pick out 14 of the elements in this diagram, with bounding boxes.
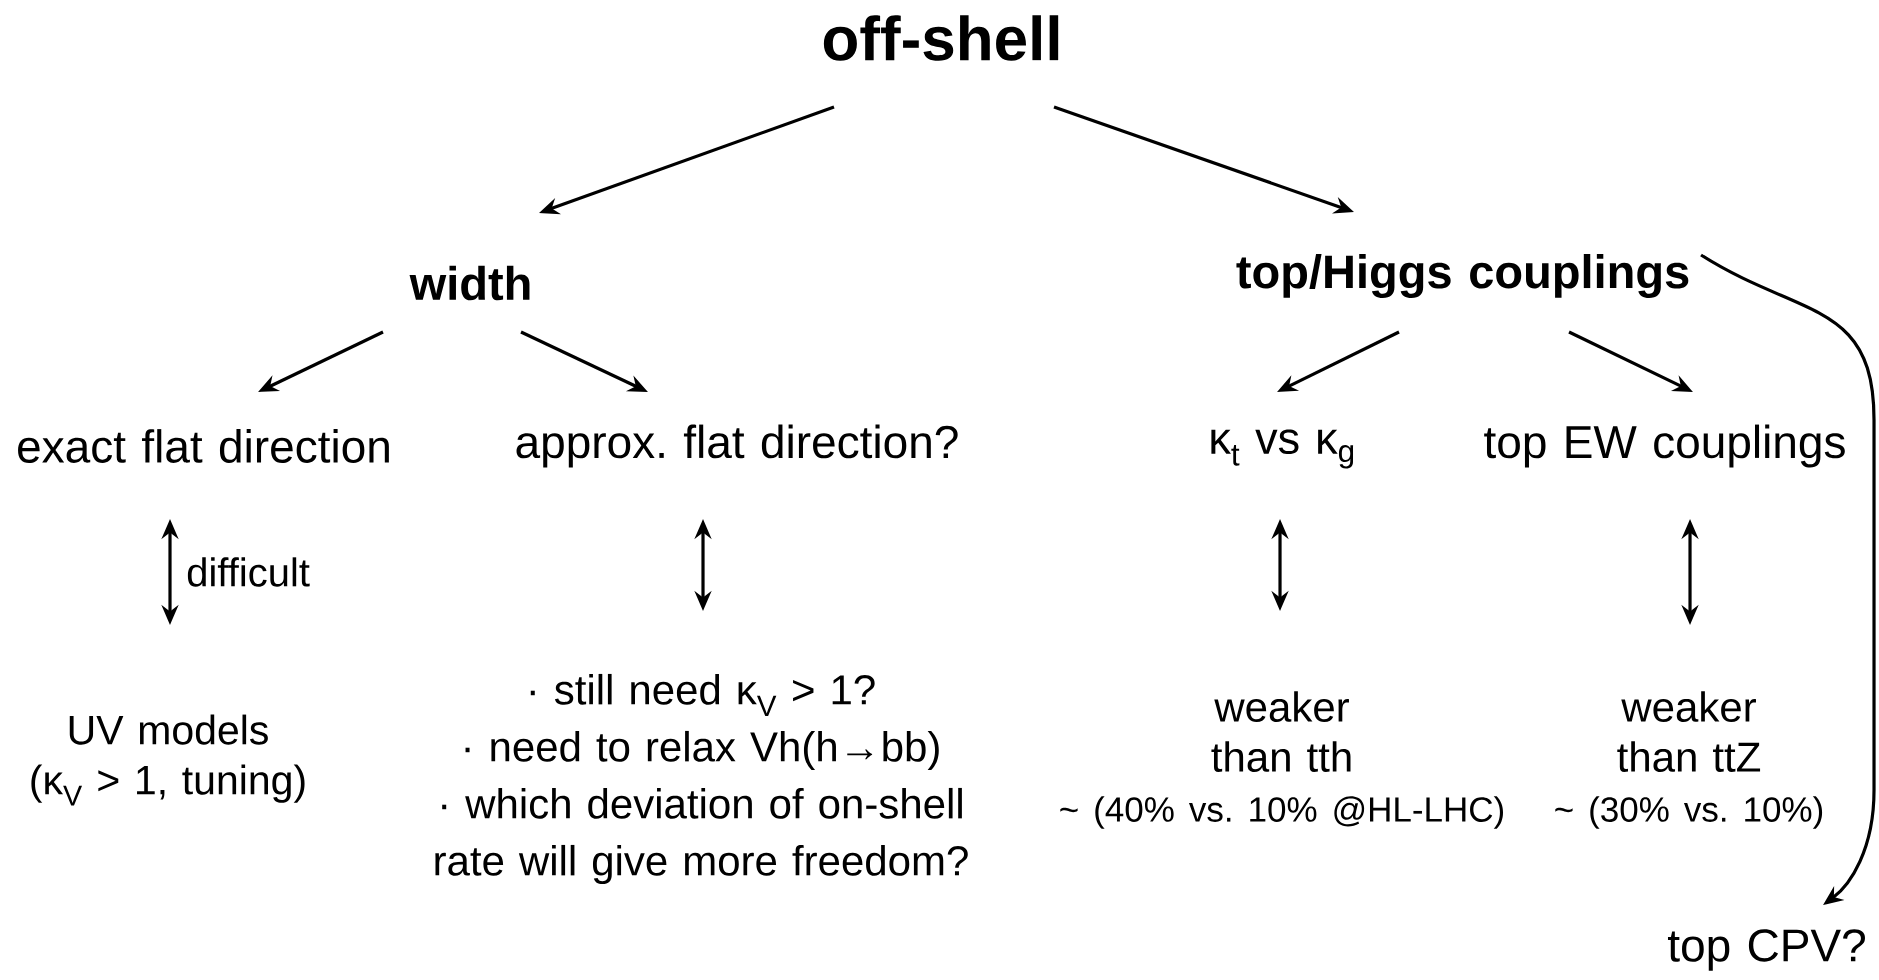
topic-heading: top/Higgs couplings (1236, 254, 1689, 298)
bullet-list: · still need κ$_{V}$ > 1? · need to relax Vh(h→bb) · which deviation of on-shell rate will give more freedom? (435, 673, 968, 885)
curved-arrow (1700, 253, 1876, 905)
note-text: UV models (κ$_{V}$ > 1, tuning) (31, 714, 305, 806)
topic-heading: width (409, 265, 530, 301)
edge-label: difficult (184, 555, 312, 589)
topic-label: top CPV? (1668, 929, 1865, 971)
note-text: weaker than tth ~ (40% vs. 10% @HL-LHC) (1060, 691, 1503, 829)
topic-label: exact flat direction (18, 429, 389, 463)
note-text: weaker than ttZ ~ (30% vs. 10%) (1555, 691, 1823, 829)
topic-label: κ$_{t}$ vs κ$_{g}$ (1211, 429, 1354, 469)
topic-label: top EW couplings (1484, 424, 1845, 468)
topic-heading: off-shell (823, 15, 1059, 61)
topic-label: approx. flat direction? (516, 424, 958, 468)
